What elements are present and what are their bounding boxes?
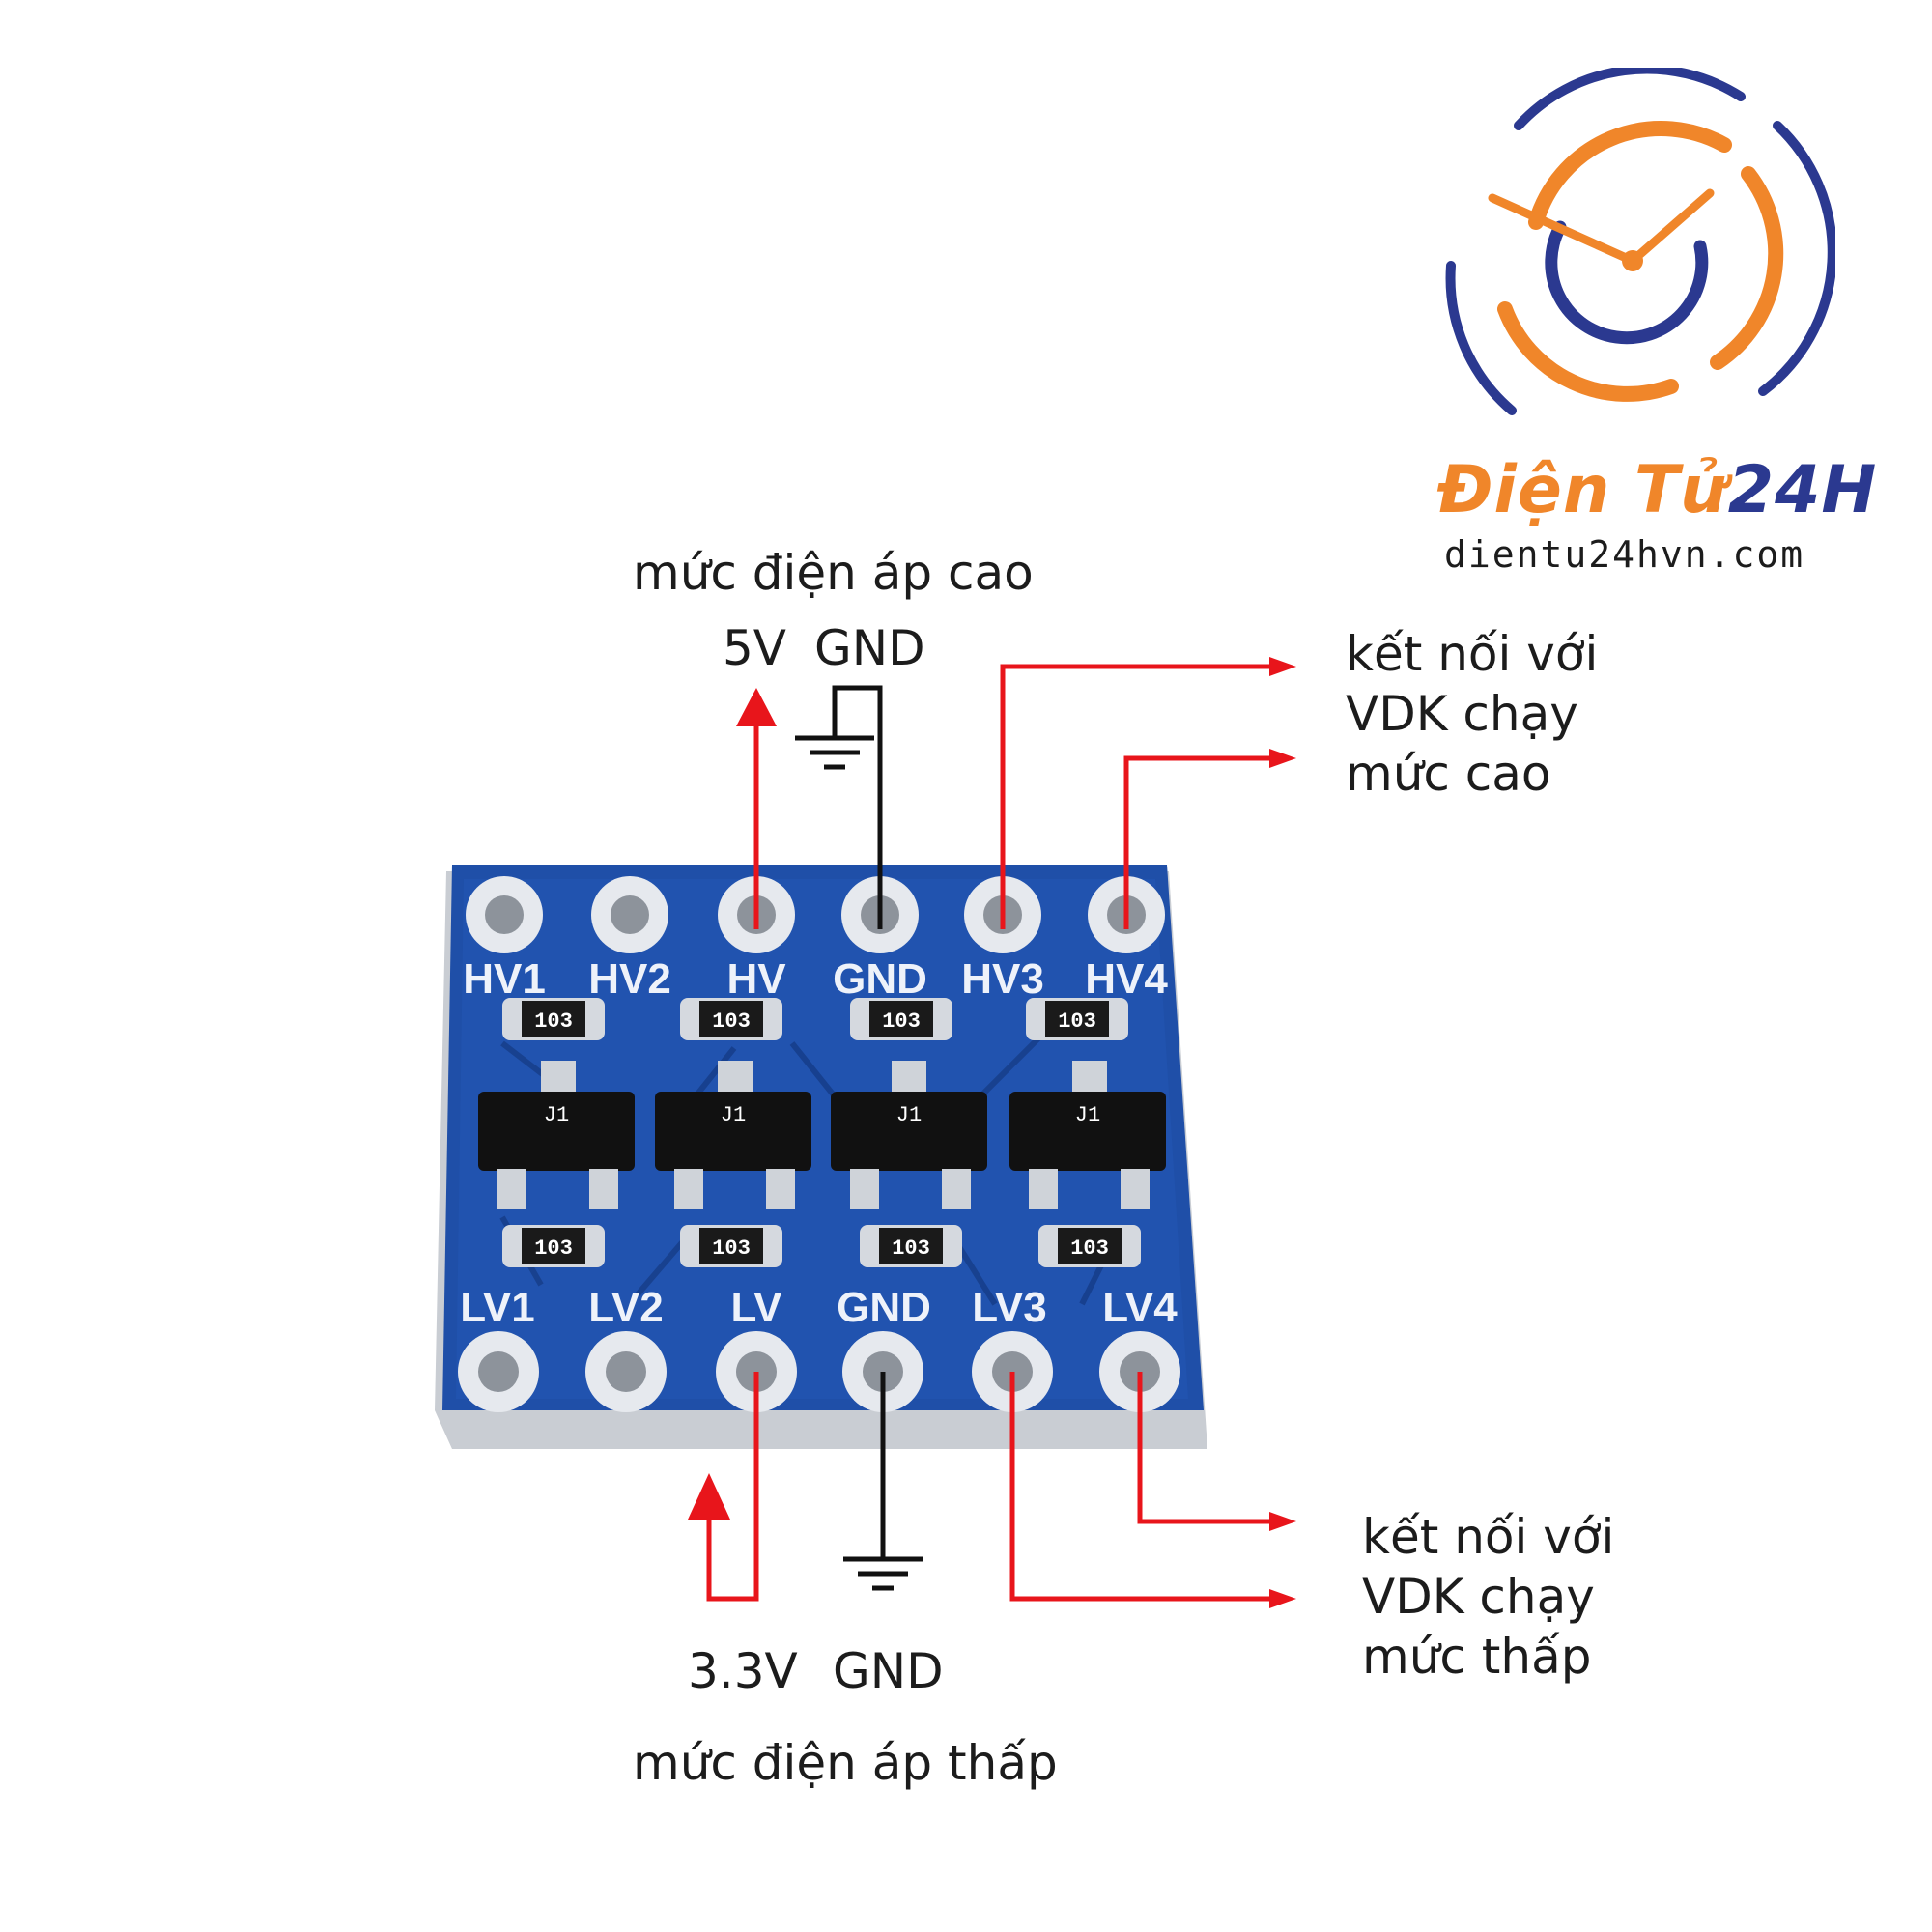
resistor: 103 — [680, 998, 782, 1040]
low-gnd-label: GND — [833, 1643, 944, 1699]
resistor-code: 103 — [534, 1236, 573, 1261]
top-silk-labels: HV1 HV2 HV GND HV3 HV4 — [463, 955, 1168, 1003]
brand-website: dientu24hvn.com — [1444, 533, 1805, 576]
arrow-right-icon — [1269, 1589, 1296, 1608]
low-side-note-line: mức thấp — [1362, 1629, 1592, 1685]
top-pad-row — [466, 876, 1165, 953]
wire-hv4 — [1123, 749, 1296, 929]
transistor-code: J1 — [1075, 1103, 1100, 1127]
resistor-code: 103 — [882, 1009, 921, 1034]
transistor-code: J1 — [544, 1103, 569, 1127]
silk-label: GND — [833, 955, 927, 1003]
bottom-silk-labels: LV1 LV2 LV GND LV3 LV4 — [460, 1284, 1178, 1331]
silk-label: HV — [726, 955, 786, 1003]
silk-label: HV3 — [961, 955, 1044, 1003]
arrow-right-icon — [1269, 1512, 1296, 1531]
high-side-note: kết nối với VDK chạy mức cao — [1346, 624, 1598, 804]
wire-lv4 — [1137, 1372, 1296, 1531]
silk-label: HV4 — [1085, 955, 1168, 1003]
low-side-note-line: VDK chạy — [1362, 1569, 1595, 1625]
high-5v-label: 5V — [723, 620, 787, 676]
resistor: 103 — [680, 1225, 782, 1267]
silk-label: LV — [731, 1284, 783, 1331]
logo-icon — [1445, 68, 1835, 415]
brand-name-part1: Điện Tử — [1437, 452, 1728, 528]
low-side-note: kết nối với VDK chạy mức thấp — [1362, 1507, 1614, 1687]
wire-5v — [736, 688, 777, 929]
high-gnd-label: GND — [814, 620, 925, 676]
arrow-right-icon — [1269, 749, 1296, 768]
pad-hv2[interactable] — [591, 876, 668, 953]
silk-label: GND — [837, 1284, 931, 1331]
bottom-resistors: 103 103 103 103 — [502, 1225, 1141, 1267]
silk-label: LV4 — [1102, 1284, 1178, 1331]
brand-name-part2: 24H — [1727, 452, 1878, 528]
low-3v3-label: 3.3V — [688, 1643, 798, 1699]
transistor: J1 — [655, 1061, 811, 1209]
arrow-up-icon — [736, 688, 777, 726]
high-voltage-title: mức điện áp cao — [633, 545, 1034, 601]
high-side-note-line: VDK chạy — [1346, 686, 1578, 742]
wire-gnd-top — [795, 685, 883, 929]
resistor-code: 103 — [1070, 1236, 1109, 1261]
resistor: 103 — [850, 998, 952, 1040]
resistor: 103 — [502, 1225, 605, 1267]
arrow-up-icon — [688, 1473, 730, 1520]
resistor-code: 103 — [892, 1236, 930, 1261]
top-resistors: 103 103 103 103 — [502, 998, 1128, 1040]
transistor: J1 — [831, 1061, 987, 1209]
high-side-note-line: mức cao — [1346, 746, 1551, 802]
resistor-code: 103 — [1058, 1009, 1096, 1034]
resistor-code: 103 — [534, 1009, 573, 1034]
resistor-code: 103 — [712, 1236, 751, 1261]
resistor: 103 — [860, 1225, 962, 1267]
transistor-code: J1 — [896, 1103, 922, 1127]
wire-lv3 — [1009, 1372, 1296, 1608]
transistor-code: J1 — [721, 1103, 746, 1127]
wire-3v3 — [688, 1372, 759, 1602]
transistor: J1 — [478, 1061, 635, 1209]
silk-label: HV1 — [463, 955, 546, 1003]
silk-label: HV2 — [588, 955, 671, 1003]
silk-label: LV1 — [460, 1284, 534, 1331]
high-side-note-line: kết nối với — [1346, 626, 1599, 682]
silk-label: LV3 — [972, 1284, 1046, 1331]
wire-hv3 — [1000, 657, 1296, 929]
transistor: J1 — [1009, 1061, 1166, 1209]
brand-name: Điện Tử24H — [1437, 452, 1877, 528]
pad-hv1[interactable] — [466, 876, 543, 953]
transistors: J1 J1 J1 J1 — [478, 1061, 1166, 1209]
resistor: 103 — [1038, 1225, 1141, 1267]
arrow-right-icon — [1269, 657, 1296, 676]
resistor: 103 — [502, 998, 605, 1040]
wire-gnd-bottom — [843, 1372, 923, 1591]
low-side-note-line: kết nối với — [1362, 1509, 1615, 1565]
pad-lv2[interactable] — [585, 1331, 667, 1412]
silk-label: LV2 — [588, 1284, 663, 1331]
resistor: 103 — [1026, 998, 1128, 1040]
low-voltage-title: mức điện áp thấp — [633, 1735, 1058, 1791]
resistor-code: 103 — [712, 1009, 751, 1034]
pad-lv1[interactable] — [458, 1331, 539, 1412]
